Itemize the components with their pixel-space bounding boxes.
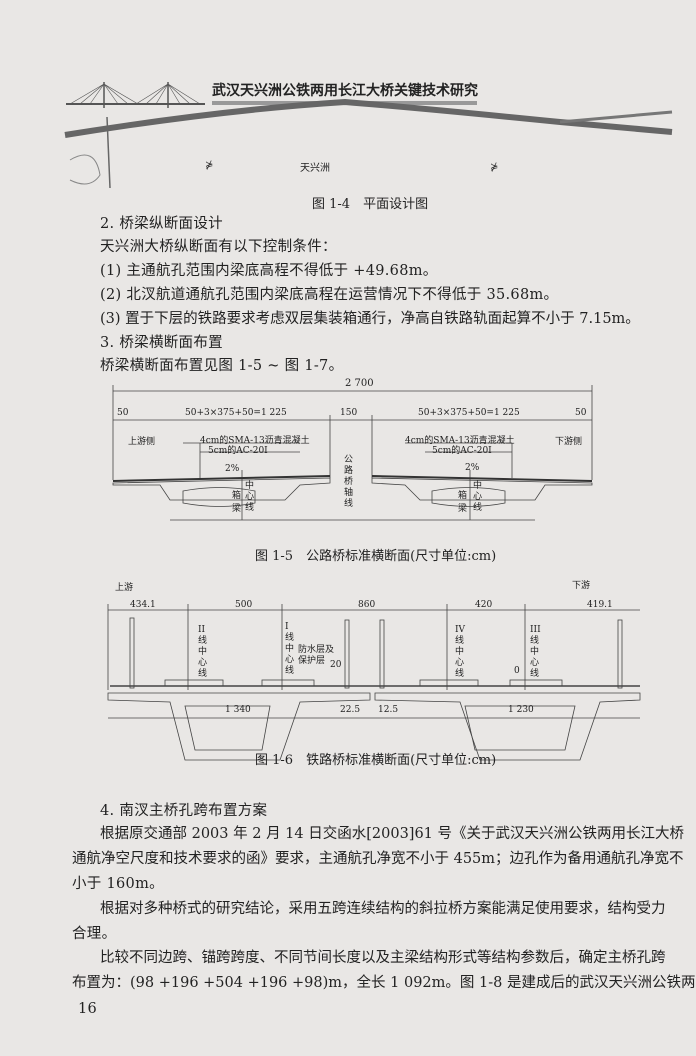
dim-22-5: 22.5 xyxy=(340,705,361,715)
condition-3: (3) 置于下层的铁路要求考虑双层集装箱通行，净高自铁路轨面起算不小于 7.15… xyxy=(100,311,640,327)
upstream-side-label: 上游侧 xyxy=(128,437,156,447)
river-mark-right: ⋡ xyxy=(490,162,498,173)
paragraph-line: 比较不同边跨、锚跨跨度、不同节间长度以及主梁结构形式等结构参数后，确定主桥孔跨 xyxy=(100,950,666,966)
mid-width-dim: 150 xyxy=(340,408,358,418)
section-4-heading: 4. 南汊主桥孔跨布置方案 xyxy=(100,803,268,819)
box-girder-label-right: 箱梁 xyxy=(458,491,468,514)
slope-right: 2% xyxy=(465,463,480,473)
paragraph-line: 合理。 xyxy=(72,926,117,942)
box-girder-label-left: 箱梁 xyxy=(232,491,242,514)
bridge-logo-icon xyxy=(66,82,205,108)
dim-0: 0 xyxy=(514,666,520,676)
river-mark-left: ⋡ xyxy=(205,160,213,171)
dim-419-1: 419.1 xyxy=(587,600,613,610)
figure-1-4-caption: 图 1-4 平面设计图 xyxy=(312,197,429,212)
layer2-right: 5cm的AC-20I xyxy=(432,446,492,456)
right-width-dim: 50+3×375+50=1 225 xyxy=(418,408,520,418)
section-2-intro: 天兴洲大桥纵断面有以下控制条件： xyxy=(100,239,337,255)
line-III-centerline: III线中心线 xyxy=(530,625,541,679)
paragraph-line: 布置为：(98 +196 +504 +196 +98)m，全长 1 092m。图… xyxy=(72,975,696,991)
slope-left: 2% xyxy=(225,464,240,474)
layer2-left: 5cm的AC-20I xyxy=(208,446,268,456)
page-number: 16 xyxy=(78,1001,98,1017)
dim-12-5: 12.5 xyxy=(378,705,399,715)
section-3-heading: 3. 桥梁横断面布置 xyxy=(100,335,223,351)
island-label: 天兴洲 xyxy=(300,163,330,174)
downstream-side-label: 下游侧 xyxy=(555,437,583,447)
left-width-dim: 50+3×375+50=1 225 xyxy=(185,408,287,418)
plan-drawing: ⋡ ⋡ xyxy=(64,98,673,189)
paragraph-line: 小于 160m。 xyxy=(72,876,164,892)
paragraph-line: 根据对多种桥式的研究结论，采用五跨连续结构的斜拉桥方案能满足使用要求，结构受力 xyxy=(100,901,666,917)
waterproof-layer-label: 防水层及保护层 xyxy=(298,645,335,666)
condition-1: (1) 主通航孔范围内梁底高程不得低于 +49.68m。 xyxy=(100,263,438,279)
downstream-label: 下游 xyxy=(572,581,591,591)
layer1-left: 4cm的SMA-13沥青混凝土 xyxy=(200,436,310,446)
section-2-heading: 2. 桥梁纵断面设计 xyxy=(100,216,223,232)
dim-860: 860 xyxy=(358,600,376,610)
figure-1-5-caption: 图 1-5 公路桥标准横断面(尺寸单位:cm) xyxy=(255,549,497,564)
paragraph-line: 根据原交通部 2003 年 2 月 14 日交函水[2003]61 号《关于武汉… xyxy=(100,826,685,842)
paragraph-line: 通航净空尺度和技术要求的函》要求，主通航孔净宽不小于 455m；边孔作为备用通航… xyxy=(72,851,684,867)
dim-1340: 1 340 xyxy=(225,705,251,715)
dim-420: 420 xyxy=(475,600,493,610)
upstream-label: 上游 xyxy=(115,583,134,593)
total-width-dim: 2 700 xyxy=(345,378,374,389)
layer1-right: 4cm的SMA-13沥青混凝土 xyxy=(405,436,515,446)
figure-1-6-caption: 图 1-6 铁路桥标准横断面(尺寸单位:cm) xyxy=(255,753,497,768)
edge-left-dim: 50 xyxy=(117,408,129,418)
dim-20: 20 xyxy=(330,660,342,670)
road-bridge-axis-label: 公路桥轴线 xyxy=(344,455,354,509)
dim-434-1: 434.1 xyxy=(130,600,156,610)
line-I-centerline: I线中心线 xyxy=(285,622,295,676)
section-3-text: 桥梁横断面布置见图 1-5 ~ 图 1-7。 xyxy=(100,358,344,374)
centerline-label-left: 中心线 xyxy=(245,481,255,513)
line-IV-centerline: IV线中心线 xyxy=(455,625,466,679)
header-and-plan-figure: ⋡ ⋡ xyxy=(64,82,673,189)
dim-500: 500 xyxy=(235,600,253,610)
centerline-label-right: 中心线 xyxy=(473,481,483,513)
dim-1230: 1 230 xyxy=(508,705,534,715)
running-header-title: 武汉天兴洲公铁两用长江大桥关键技术研究 xyxy=(212,83,478,99)
edge-right-dim: 50 xyxy=(575,408,587,418)
line-II-centerline: II线中心线 xyxy=(198,625,208,679)
condition-2: (2) 北汊航道通航孔范围内梁底高程在运营情况下不得低于 35.68m。 xyxy=(100,287,559,303)
